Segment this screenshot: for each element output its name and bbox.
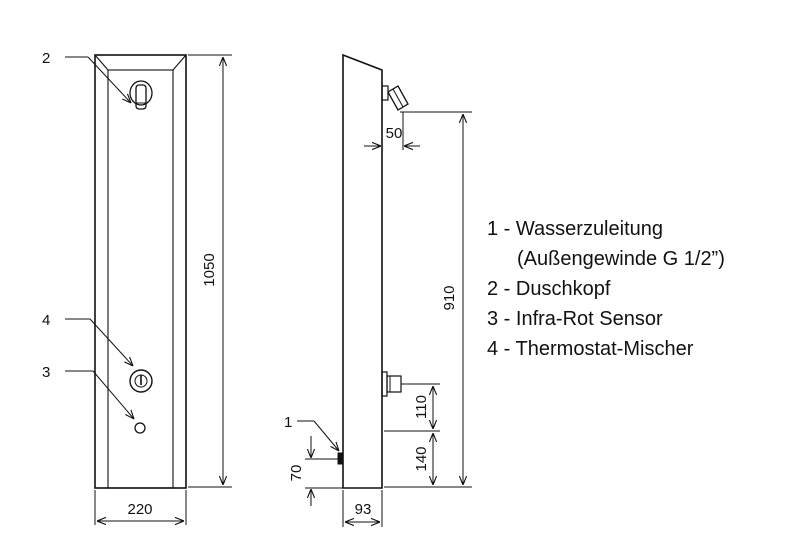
legend-item-2: 2 - Duschkopf xyxy=(487,278,611,300)
shower-head-icon xyxy=(129,80,153,110)
dim-side-depth: 93 xyxy=(355,501,372,518)
mixer-side-icon xyxy=(381,371,402,397)
dim-side-mixer: 110 xyxy=(413,395,430,419)
front-view: 2 4 3 220 1050 xyxy=(42,50,232,525)
callout-4-label: 4 xyxy=(42,312,50,329)
dim-side-lower: 140 xyxy=(413,446,430,471)
callout-arrow xyxy=(92,370,134,419)
mixer-knob-icon xyxy=(129,369,153,393)
dim-side-head-offset: 50 xyxy=(386,125,403,142)
side-view: 1 93 50 910 110 140 70 xyxy=(284,53,472,527)
callout-arrow xyxy=(87,56,131,103)
front-panel-inner xyxy=(107,69,174,489)
side-panel-outline xyxy=(342,53,383,489)
dim-side-inlet: 70 xyxy=(288,465,305,482)
dim-front-height: 1050 xyxy=(201,253,218,286)
legend-item-3: 3 - Infra-Rot Sensor xyxy=(487,308,663,330)
dim-front-width: 220 xyxy=(127,501,152,518)
front-bevel-right xyxy=(172,54,187,71)
sensor-icon xyxy=(134,422,146,434)
front-bevel-left xyxy=(94,54,109,71)
dim-side-height: 910 xyxy=(441,285,458,310)
callout-3-label: 3 xyxy=(42,364,50,381)
legend-item-1-detail: (Außengewinde G 1/2”) xyxy=(517,248,725,270)
callout-arrow xyxy=(89,318,133,366)
callout-1-label: 1 xyxy=(284,414,292,431)
water-inlet-icon xyxy=(337,452,344,465)
shower-head-side-icon xyxy=(381,85,409,111)
legend: 1 - Wasserzuleitung (Außengewinde G 1/2”… xyxy=(487,214,725,364)
legend-item-1: 1 - Wasserzuleitung xyxy=(487,218,663,240)
legend-item-4: 4 - Thermostat-Mischer xyxy=(487,338,694,360)
callout-2-label: 2 xyxy=(42,50,50,67)
callout-arrow xyxy=(313,420,339,451)
